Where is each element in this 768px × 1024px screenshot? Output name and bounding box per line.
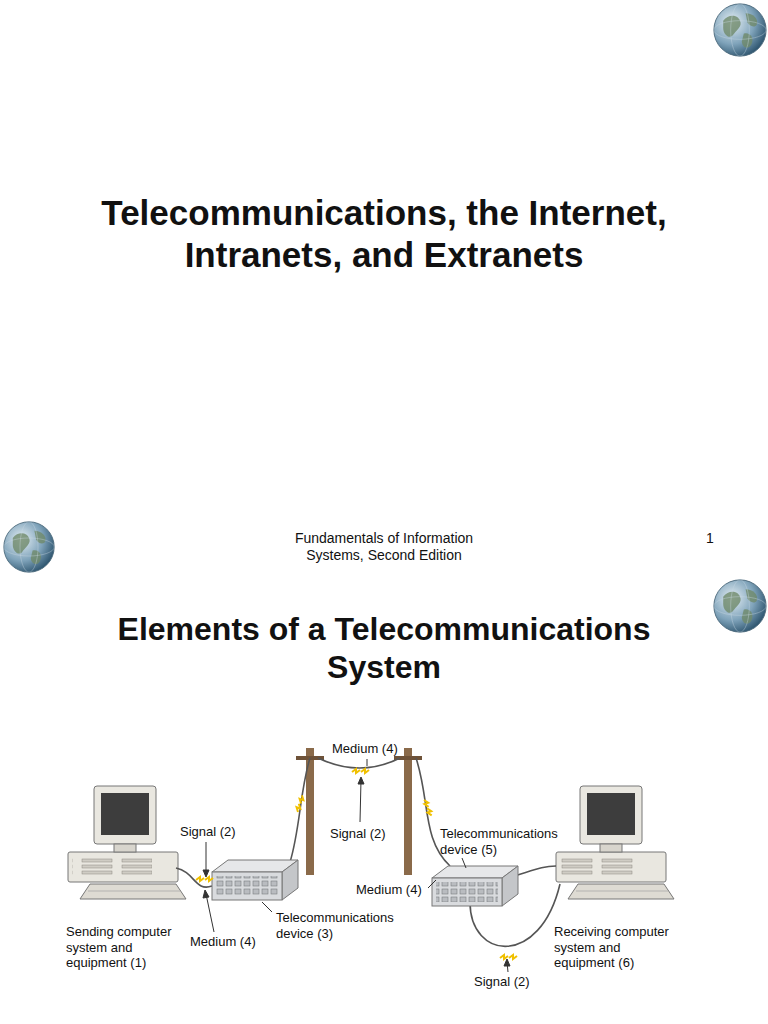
callout-label: Signal (2) (330, 826, 410, 842)
globe-icon (714, 580, 766, 632)
callout-label: Sending computer system and equipment (1… (66, 924, 184, 971)
receiving-computer (556, 786, 674, 899)
globe-icon (4, 522, 54, 572)
footer-text: Fundamentals of Information Systems, Sec… (282, 530, 486, 564)
callout-label: Receiving computer system and equipment … (554, 924, 682, 971)
slide-title: Elements of a Telecommunications System (84, 610, 684, 687)
callout-label: Medium (4) (356, 882, 436, 898)
callout-label: Signal (2) (474, 974, 554, 990)
cable (176, 758, 560, 946)
page-number: 1 (706, 530, 736, 547)
callout-label: Telecommunications device (5) (440, 826, 580, 857)
callout-label: Telecommunications device (3) (276, 910, 416, 941)
callout-label: Medium (4) (332, 741, 422, 757)
globe-icon (714, 4, 766, 56)
telecom-device (212, 860, 298, 900)
sending-computer (68, 786, 186, 899)
signal-mark (196, 769, 517, 959)
utility-pole (394, 748, 422, 875)
telecom-device (432, 866, 518, 906)
callout-label: Medium (4) (190, 934, 270, 950)
callout-label: Signal (2) (180, 824, 260, 840)
slide-title: Telecommunications, the Internet, Intran… (54, 192, 714, 276)
